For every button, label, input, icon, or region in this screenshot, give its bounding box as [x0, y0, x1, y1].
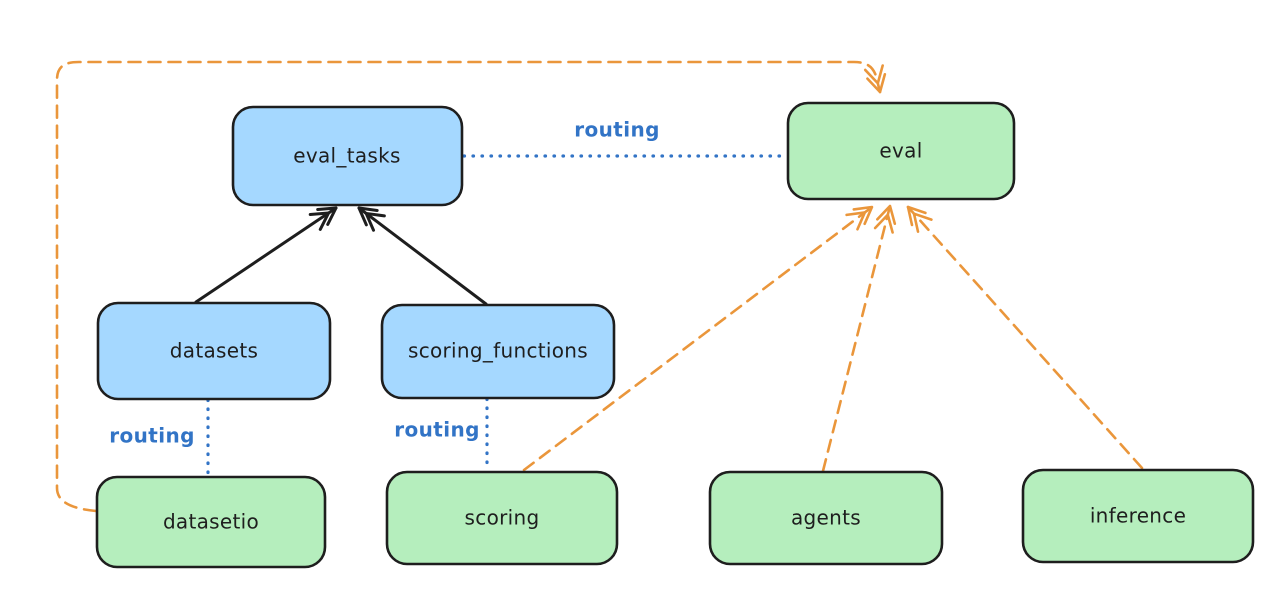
node-datasetio-label: datasetio: [163, 510, 259, 534]
node-eval-tasks-label: eval_tasks: [293, 144, 400, 168]
node-eval: eval: [786, 101, 1016, 201]
node-inference-label: inference: [1090, 504, 1186, 528]
node-agents-label: agents: [791, 506, 861, 530]
edge-datasetio-to-eval: [55, 60, 887, 513]
edge-agents-to-eval: [821, 204, 897, 473]
node-datasets-label: datasets: [170, 339, 258, 363]
node-scoring-functions-box: [380, 303, 616, 400]
node-scoring-box: [385, 470, 619, 566]
edge-label-routing-left: routing: [109, 424, 195, 448]
node-datasetio: datasetio: [95, 475, 327, 569]
edge-label-routing-top: routing: [574, 118, 660, 142]
node-datasets-box: [96, 301, 332, 401]
node-eval-tasks: eval_tasks: [231, 105, 464, 207]
edge-scoring-to-eval: [522, 205, 874, 472]
node-agents: agents: [708, 470, 944, 566]
node-scoring-functions: scoring_functions: [380, 303, 616, 400]
node-eval-tasks-box: [231, 105, 464, 207]
edge-inference-to-eval: [906, 205, 1144, 470]
node-eval-box: [786, 101, 1016, 201]
node-scoring-functions-label: scoring_functions: [408, 339, 588, 363]
edge-datasets-to-eval-tasks: [194, 206, 338, 304]
node-inference-box: [1021, 468, 1255, 564]
node-datasets: datasets: [96, 301, 332, 401]
node-scoring: scoring: [385, 470, 619, 566]
edge-scoring-functions-to-eval-tasks: [357, 206, 488, 306]
node-eval-label: eval: [879, 139, 922, 163]
node-scoring-label: scoring: [465, 506, 540, 530]
node-agents-box: [708, 470, 944, 566]
node-datasetio-box: [95, 475, 327, 569]
edge-label-routing-middle: routing: [394, 418, 480, 442]
node-inference: inference: [1021, 468, 1255, 564]
